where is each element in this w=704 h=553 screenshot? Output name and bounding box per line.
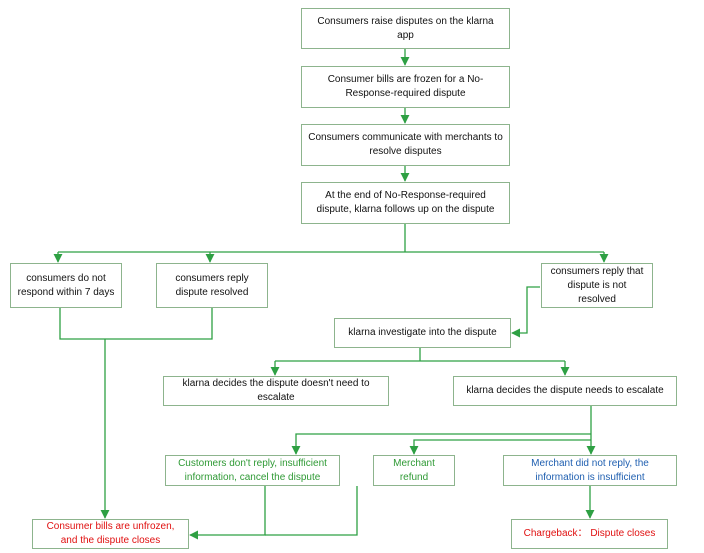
arrow-to-customers-no-reply (291, 433, 591, 455)
node-no-response-7-days: consumers do not respond within 7 days (10, 263, 122, 308)
node-bills-frozen: Consumer bills are frozen for a No-Respo… (301, 66, 510, 108)
node-merchant-no-reply: Merchant did not reply, the information … (503, 455, 677, 486)
node-chargeback: Chargeback： Dispute closes (511, 519, 668, 549)
node-escalate: klarna decides the dispute needs to esca… (453, 376, 677, 406)
node-klarna-investigate: klarna investigate into the dispute (334, 318, 511, 348)
line-refund-to-unfrozen (265, 486, 358, 536)
node-no-escalate: klarna decides the dispute doesn't need … (163, 376, 389, 406)
node-reply-resolved: consumers reply dispute resolved (156, 263, 268, 308)
node-merchant-refund: Merchant refund (373, 455, 455, 486)
node-reply-not-resolved: consumers reply that dispute is not reso… (541, 263, 653, 308)
line-no-response-merge (59, 308, 213, 340)
node-communicate-merchants: Consumers communicate with merchants to … (301, 124, 510, 166)
arrow-outcomes-to-unfrozen (189, 486, 266, 540)
node-raise-disputes: Consumers raise disputes on the klarna a… (301, 8, 510, 49)
node-bills-unfrozen: Consumer bills are unfrozen, and the dis… (32, 519, 189, 549)
arrow-not-resolved-to-investigate (511, 286, 540, 338)
arrow-to-merchant-refund (409, 439, 591, 455)
node-customers-no-reply: Customers don't reply, insufficient info… (165, 455, 340, 486)
node-klarna-follows-up: At the end of No-Response-required dispu… (301, 182, 510, 224)
